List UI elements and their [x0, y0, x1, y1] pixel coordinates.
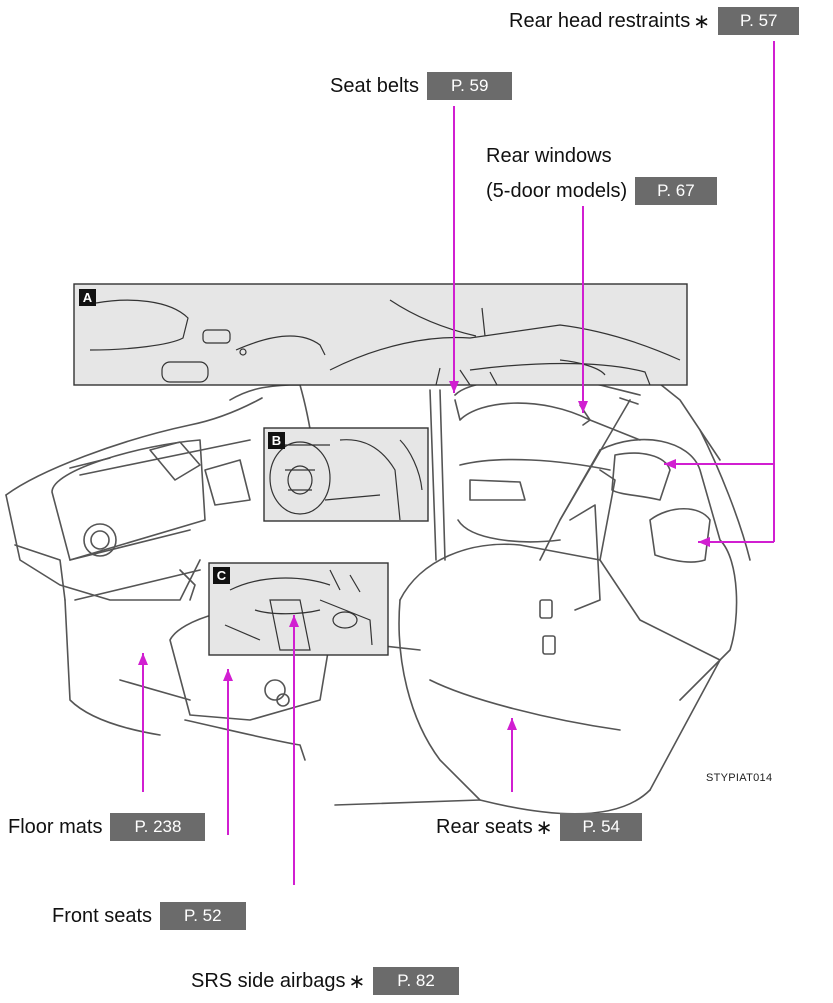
rear-seats-page-ref[interactable]: P. 54: [560, 813, 642, 841]
leader-lines: [142, 41, 775, 885]
floor-mats-page-ref[interactable]: P. 238: [110, 813, 206, 841]
callout-seat-belts: Seat belts P. 59: [330, 72, 513, 100]
srs-side-airbags-page-ref[interactable]: P. 82: [373, 967, 459, 995]
inset-b-tag: B: [268, 432, 285, 449]
callout-rear-head-restraints: Rear head restraints ∗ P. 57: [509, 7, 800, 35]
seat-belts-label: Seat belts: [330, 74, 419, 97]
floor-mats-label: Floor mats: [8, 815, 103, 838]
rear-windows-label-line1: Rear windows: [486, 145, 612, 167]
callout-floor-mats: Floor mats P. 238: [8, 813, 206, 841]
leader-arrowheads: [138, 381, 710, 730]
figure-code: STYPIAT014: [706, 772, 773, 784]
front-seats-page-ref[interactable]: P. 52: [160, 902, 246, 930]
rear-head-restraints-page-ref[interactable]: P. 57: [717, 7, 800, 35]
optional-marker: ∗: [535, 816, 553, 839]
optional-marker: ∗: [348, 970, 366, 993]
callout-rear-seats: Rear seats ∗ P. 54: [436, 813, 642, 841]
callout-front-seats: Front seats P. 52: [52, 902, 246, 930]
inset-a-tag: A: [79, 289, 96, 306]
inset-c-center-console: [208, 562, 389, 656]
seat-belts-page-ref[interactable]: P. 59: [426, 72, 513, 100]
rear-seats-label: Rear seats: [436, 815, 533, 838]
inset-a-headliner: [73, 283, 688, 386]
inset-b-steering-wheel: [263, 427, 429, 522]
srs-side-airbags-label: SRS side airbags: [191, 969, 346, 992]
inset-c-tag: C: [213, 567, 230, 584]
rear-windows-page-ref[interactable]: P. 67: [635, 177, 717, 205]
callout-rear-windows: (5-door models) P. 67: [486, 177, 717, 205]
interior-line-art: [5, 378, 751, 815]
front-seats-label: Front seats: [52, 904, 153, 927]
rear-head-restraints-label: Rear head restraints: [509, 9, 691, 32]
callout-srs-side-airbags: SRS side airbags ∗ P. 82: [191, 967, 459, 995]
rear-windows-label-line2: (5-door models): [486, 179, 628, 202]
optional-marker: ∗: [693, 10, 710, 33]
